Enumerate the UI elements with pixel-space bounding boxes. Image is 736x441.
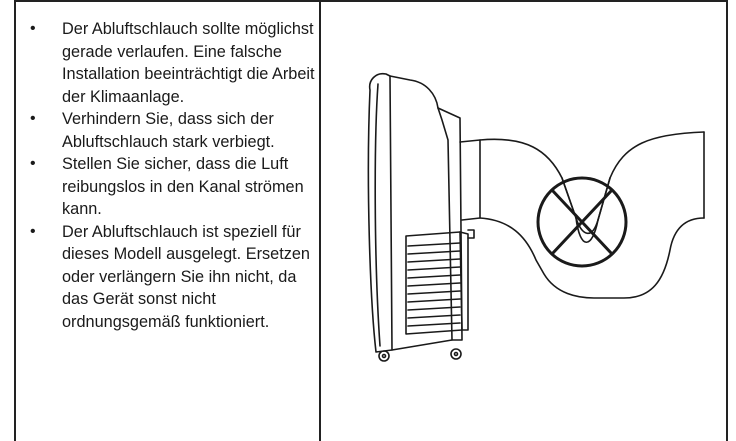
- instructions-cell: Der Abluftschlauch sollte möglichst gera…: [26, 18, 316, 333]
- list-item: Stellen Sie sicher, dass die Luft reibun…: [26, 153, 316, 221]
- illustration-cell: [330, 60, 720, 380]
- table-column-divider: [319, 0, 321, 441]
- exhaust-hose-icon: [459, 131, 705, 299]
- air-conditioner-hose-illustration: [367, 72, 705, 362]
- instruction-list: Der Abluftschlauch sollte möglichst gera…: [26, 18, 316, 333]
- list-item: Der Abluftschlauch sollte möglichst gera…: [26, 18, 316, 108]
- air-conditioner-unit-icon: [367, 72, 475, 362]
- prohibited-x-icon: [536, 176, 628, 268]
- table-border-left: [14, 0, 16, 441]
- table-border-right: [726, 0, 728, 441]
- list-item: Verhindern Sie, dass sich der Abluftschl…: [26, 108, 316, 153]
- list-item: Der Abluftschlauch ist speziell für dies…: [26, 221, 316, 334]
- table-border-top: [14, 0, 728, 2]
